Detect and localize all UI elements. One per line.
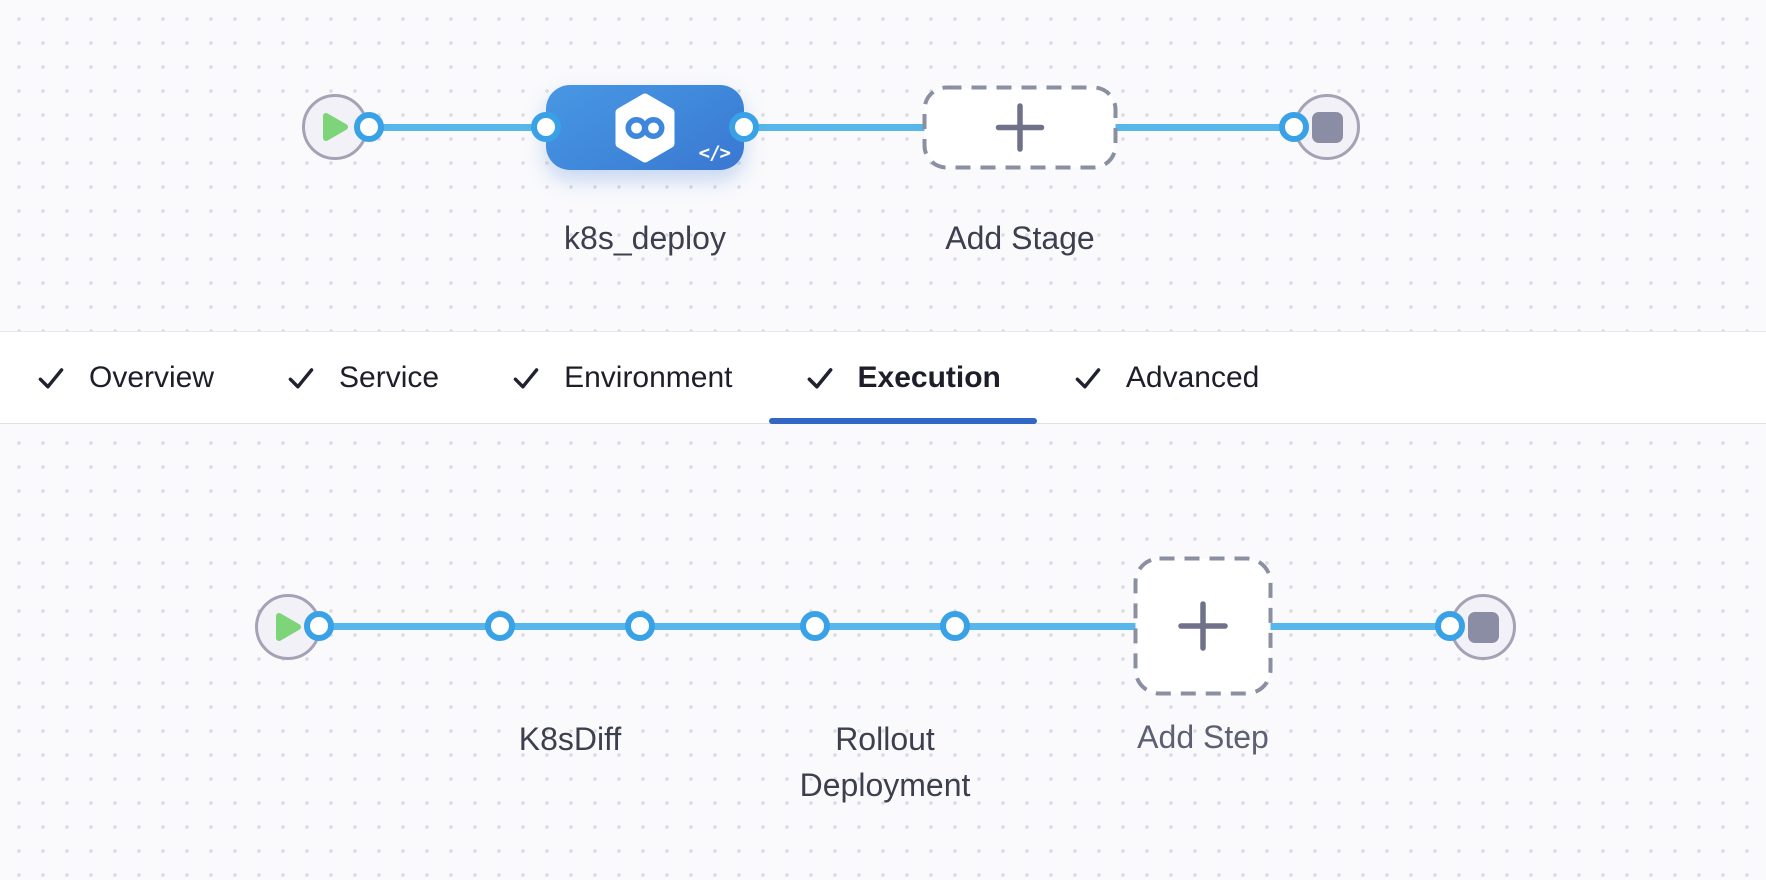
harness-deploy-icon <box>615 93 675 162</box>
tab-advanced[interactable]: Advanced <box>1037 332 1295 423</box>
stage-node-k8s-deploy[interactable]: </> <box>546 85 744 170</box>
connector-port[interactable] <box>485 611 515 641</box>
plus-icon <box>995 103 1045 152</box>
tab-label: Advanced <box>1125 360 1260 394</box>
tab-label: Environment <box>564 360 733 394</box>
tab-label: Execution <box>857 360 1001 394</box>
connector-port[interactable] <box>304 611 334 641</box>
tab-label: Overview <box>89 360 215 394</box>
connector-port[interactable] <box>531 112 561 142</box>
code-icon: </> <box>698 142 731 164</box>
check-icon <box>38 367 64 388</box>
tab-label: Service <box>339 360 440 394</box>
connector-port[interactable] <box>1279 112 1309 142</box>
connector-port[interactable] <box>800 611 830 641</box>
tab-overview[interactable]: Overview <box>0 332 250 423</box>
stop-icon <box>1311 111 1343 143</box>
step-name-label: Rollout Deployment <box>799 721 971 803</box>
add-step-button[interactable] <box>1133 556 1273 696</box>
tab-service[interactable]: Service <box>250 332 475 423</box>
play-icon <box>323 113 348 141</box>
stage-name-label: k8s_deploy <box>564 220 726 256</box>
connector-port[interactable] <box>729 112 759 142</box>
connector-port[interactable] <box>354 112 384 142</box>
play-icon <box>276 613 301 641</box>
execution-canvas: </> </> <box>0 424 1766 880</box>
execution-start-node <box>255 594 321 660</box>
check-icon <box>807 367 832 389</box>
stop-icon <box>1467 611 1499 643</box>
tab-environment[interactable]: Environment <box>475 332 768 423</box>
step-name-label: K8sDiff <box>518 721 622 757</box>
add-stage-label: Add Stage <box>945 220 1095 256</box>
stage-tabbar: Overview Service Environment Execution A… <box>0 331 1766 424</box>
pipeline-canvas: </> k8s_deploy Add Stage <box>0 0 1766 331</box>
connector-line <box>288 623 1483 630</box>
check-icon <box>288 367 314 388</box>
add-step-label: Add Step <box>1137 719 1269 755</box>
check-icon <box>513 367 539 388</box>
connector-port[interactable] <box>940 611 970 641</box>
connector-line <box>335 124 1327 131</box>
connector-port[interactable] <box>1435 611 1465 641</box>
plus-icon <box>1178 601 1228 651</box>
tab-execution[interactable]: Execution <box>768 332 1038 424</box>
add-stage-button[interactable] <box>922 85 1118 170</box>
connector-port[interactable] <box>625 611 655 641</box>
check-icon <box>1075 367 1101 388</box>
